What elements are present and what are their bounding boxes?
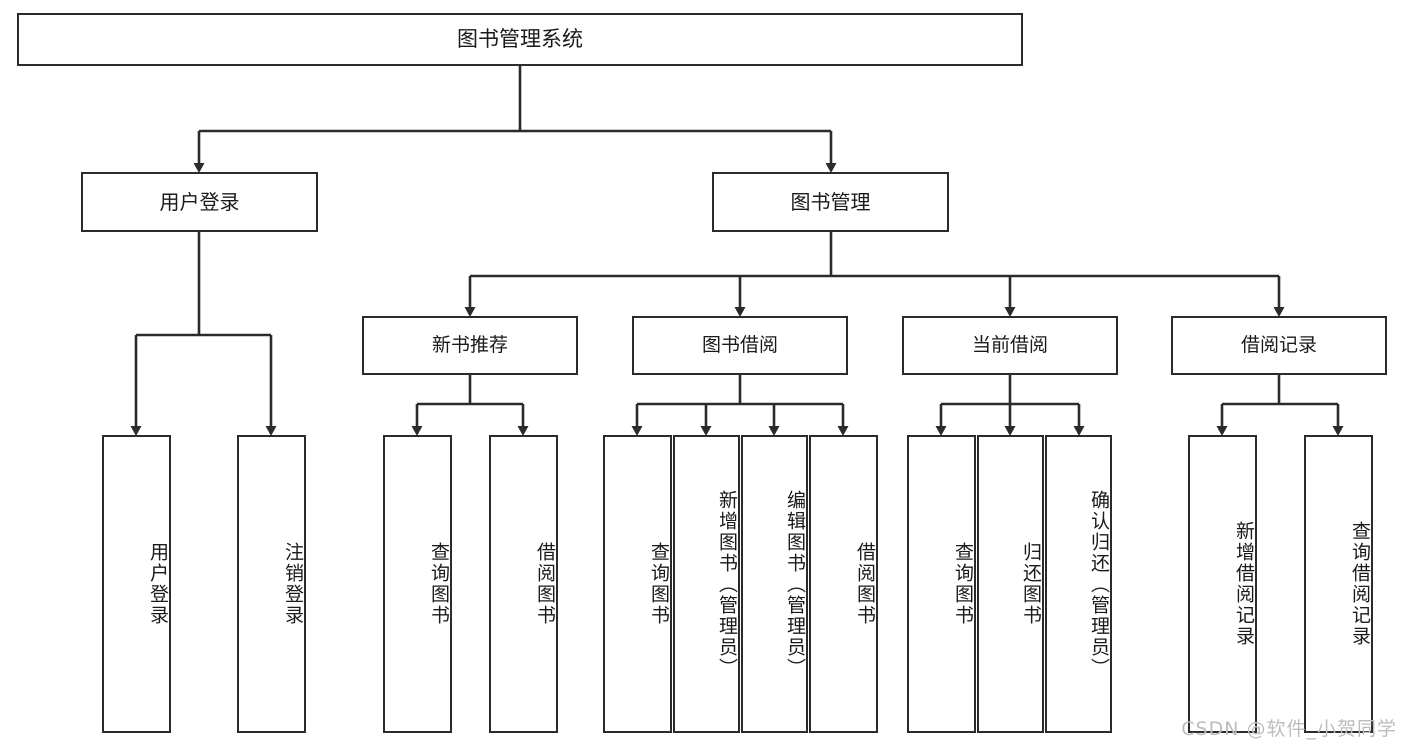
node-label: 新增借阅记录 (1233, 521, 1255, 647)
node-leaf-return-book[interactable]: 归还图书 (977, 435, 1044, 733)
node-label: 借阅图书 (854, 542, 876, 626)
node-label: 借阅图书 (534, 542, 556, 626)
node-leaf-user-login[interactable]: 用户登录 (102, 435, 171, 733)
node-label: 归还图书 (1020, 542, 1042, 626)
node-leaf-add-book[interactable]: 新增图书（管理员） (673, 435, 740, 733)
node-label: 当前借阅 (971, 333, 1048, 356)
node-label: 新书推荐 (431, 333, 508, 356)
node-label: 编辑图书（管理员） (784, 489, 806, 679)
node-new-book-recommend[interactable]: 新书推荐 (362, 316, 578, 375)
node-label: 查询图书 (648, 542, 670, 626)
node-book-borrow[interactable]: 图书借阅 (632, 316, 848, 375)
node-label: 查询图书 (428, 542, 450, 626)
node-leaf-query-book-1[interactable]: 查询图书 (383, 435, 452, 733)
node-leaf-logout-login[interactable]: 注销登录 (237, 435, 306, 733)
node-label: 注销登录 (282, 542, 304, 626)
node-leaf-borrow-book-2[interactable]: 借阅图书 (809, 435, 878, 733)
node-leaf-confirm-return[interactable]: 确认归还（管理员） (1045, 435, 1112, 733)
node-label: 借阅记录 (1240, 333, 1317, 356)
node-label: 用户登录 (147, 542, 169, 626)
node-leaf-add-record[interactable]: 新增借阅记录 (1188, 435, 1257, 733)
node-current-borrow[interactable]: 当前借阅 (902, 316, 1118, 375)
node-book-management-system[interactable]: 图书管理系统 (17, 13, 1023, 66)
node-label: 图书管理 (790, 189, 871, 214)
node-label: 用户登录 (159, 189, 240, 214)
node-borrow-record[interactable]: 借阅记录 (1171, 316, 1387, 375)
node-leaf-edit-book[interactable]: 编辑图书（管理员） (741, 435, 808, 733)
node-label: 新增图书（管理员） (716, 489, 738, 679)
node-leaf-query-book-2[interactable]: 查询图书 (603, 435, 672, 733)
node-label: 图书管理系统 (457, 27, 583, 52)
watermark: CSDN @软件_小贺同学 (1181, 718, 1397, 740)
node-leaf-borrow-book-1[interactable]: 借阅图书 (489, 435, 558, 733)
node-label: 确认归还（管理员） (1088, 489, 1110, 679)
node-leaf-query-book-3[interactable]: 查询图书 (907, 435, 976, 733)
node-leaf-query-record[interactable]: 查询借阅记录 (1304, 435, 1373, 733)
node-label: 查询图书 (952, 542, 974, 626)
node-label: 图书借阅 (701, 333, 778, 356)
node-user-login[interactable]: 用户登录 (81, 172, 318, 232)
node-label: 查询借阅记录 (1349, 521, 1371, 647)
node-book-manage[interactable]: 图书管理 (712, 172, 949, 232)
